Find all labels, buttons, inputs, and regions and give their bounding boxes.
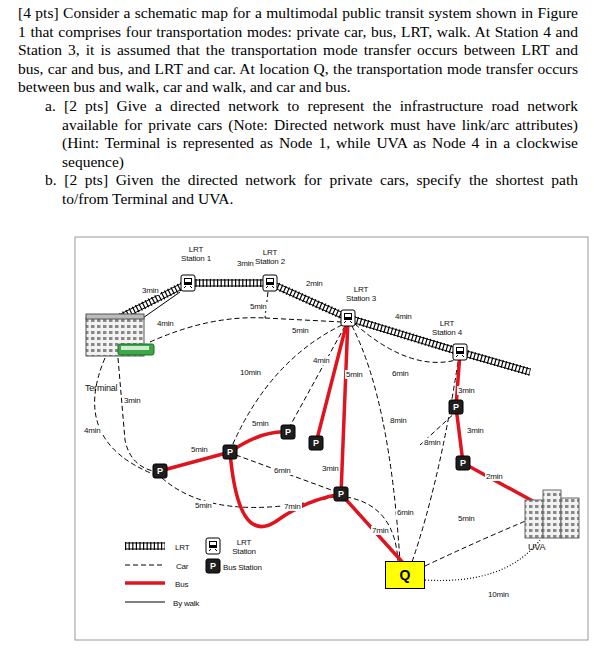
question-item: b. [2 pts] Given the directed network fo… [18,171,578,208]
place-name: UVA [528,542,545,552]
bus-station-letter: P [210,561,216,571]
travel-time: 4min [156,319,175,328]
travel-time: 3min [236,259,255,268]
bus-station-letter: P [453,402,459,412]
bus-station-letter: P [460,458,466,468]
station-name: LRT Station 1 [177,245,215,263]
travel-time: 10min [487,590,510,599]
travel-time: 3min [141,286,160,295]
bus-station-letter: P [338,489,344,499]
travel-time: 10min [239,368,262,377]
legend-text: LRT [175,543,189,552]
legend-text: Car [176,562,188,571]
location-box: Q [385,561,425,589]
travel-time: 4min [83,426,102,435]
travel-time: 5min [249,302,268,311]
legend-text: Bus [175,580,188,589]
travel-time: 7min [371,526,390,535]
question-item: a. [2 pts] Give a directed network to re… [18,97,578,171]
travel-time: 3min [466,426,485,435]
question-paragraph: [4 pts] Consider a schematic map for a m… [18,4,578,97]
travel-time: 6min [273,466,292,475]
travel-time: 4min [394,312,413,321]
bus-station-letter: P [157,466,163,476]
station-name: LRT Station 4 [428,319,466,337]
travel-time: 2min [305,279,324,288]
legend-text: Bus Station [223,563,262,572]
travel-time: 3min [321,464,340,473]
question-text: [4 pts] Consider a schematic map for a m… [18,4,578,209]
travel-time: 7min [283,502,302,511]
travel-time: 3min [123,396,142,405]
travel-time: 6min [396,508,415,517]
travel-time: 5min [291,326,310,335]
travel-time: 5min [194,501,213,510]
station-name: LRT Station 3 [342,285,380,303]
legend-text: LRT Station [227,538,261,556]
travel-time: 5min [457,514,476,523]
station-name: LRT Station 2 [251,248,289,266]
legend-text: By walk [173,599,199,608]
travel-time: 6min [391,369,410,378]
travel-time: 5min [190,445,209,454]
travel-time: 4min [312,356,331,365]
place-name: Terminal [85,383,117,393]
bus-station-letter: P [313,438,319,448]
location-name: Q [400,567,411,583]
bus-station-letter: P [285,427,291,437]
travel-time: 3min [457,386,476,395]
travel-time: 2min [485,472,504,481]
travel-time: 5min [251,419,270,428]
bus-station-letter: P [227,447,233,457]
travel-time: 8min [389,416,408,425]
travel-time: 8min [423,438,442,447]
travel-time: 5min [345,370,364,379]
